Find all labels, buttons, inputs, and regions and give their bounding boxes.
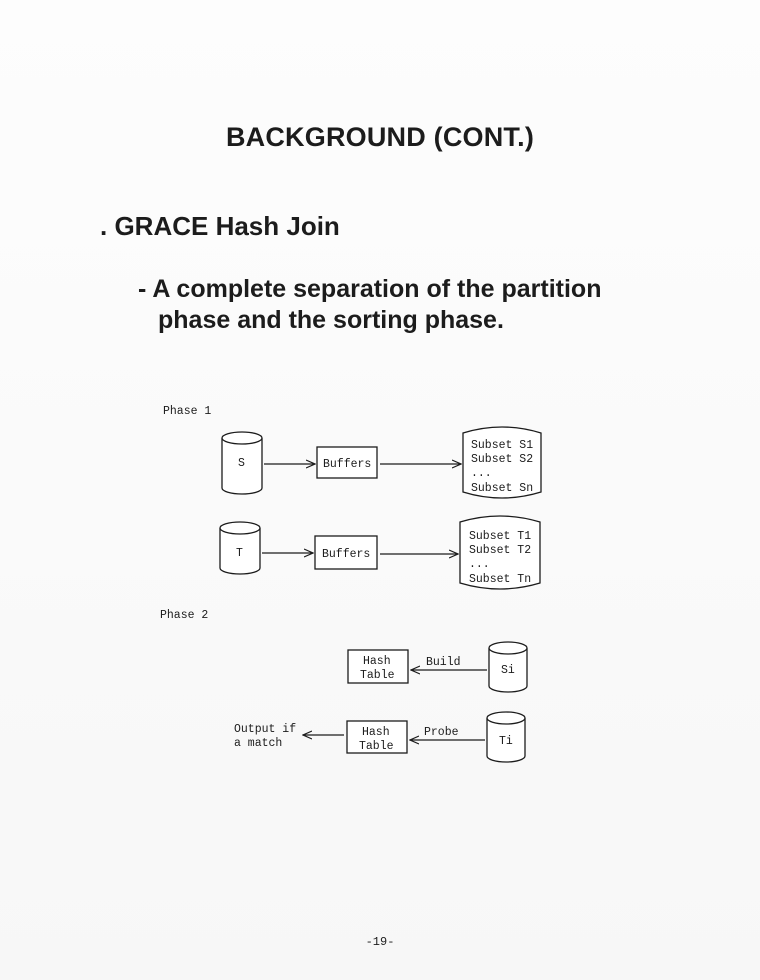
relation-t-cylinder: T — [219, 521, 261, 575]
phase-2-label: Phase 2 — [160, 609, 208, 622]
build-label: Build — [426, 656, 461, 669]
sub-bullet-separation: - A complete separation of the partition… — [138, 274, 698, 336]
bullet-grace-hash-join: . GRACE Hash Join — [100, 211, 340, 241]
page-number: -19- — [365, 935, 395, 949]
subset-s1: Subset S1 — [471, 439, 533, 452]
subset-s-ellipsis: ... — [471, 467, 492, 480]
relation-s-label: S — [238, 457, 245, 470]
sub-bullet-line-2: phase and the sorting phase. — [158, 306, 504, 334]
hash-table-probe-box: Hash Table — [346, 720, 408, 754]
output-label-line-2: a match — [234, 737, 282, 750]
slide-title: BACKGROUND (CONT.) — [225, 122, 535, 152]
ti-label: Ti — [499, 735, 513, 748]
relation-t-label: T — [236, 547, 243, 560]
ti-cylinder: Ti — [486, 711, 526, 763]
subset-t-ellipsis: ... — [469, 558, 490, 571]
subset-t2: Subset T2 — [469, 544, 531, 557]
subset-t1: Subset T1 — [469, 530, 531, 543]
hash-table-probe-line-2: Table — [359, 740, 394, 753]
sub-bullet-line-1: - A complete separation of the partition — [138, 275, 602, 303]
buffers-t-label: Buffers — [322, 548, 370, 561]
buffers-t-box: Buffers — [314, 535, 378, 570]
subset-sn: Subset Sn — [471, 482, 533, 495]
buffers-s-label: Buffers — [323, 458, 371, 471]
hash-table-build-box: Hash Table — [347, 649, 409, 684]
probe-label: Probe — [424, 726, 459, 739]
output-label-line-1: Output if — [234, 723, 296, 736]
hash-table-build-line-1: Hash — [363, 655, 391, 668]
subsets-s-storage: Subset S1 Subset S2 ... Subset Sn — [462, 426, 542, 499]
hash-table-probe-line-1: Hash — [362, 726, 390, 739]
subset-s2: Subset S2 — [471, 453, 533, 466]
buffers-s-box: Buffers — [316, 446, 378, 479]
si-label: Si — [501, 664, 515, 677]
phase-1-label: Phase 1 — [163, 405, 211, 418]
si-cylinder: Si — [488, 641, 528, 693]
relation-s-cylinder: S — [221, 431, 263, 495]
subsets-t-storage: Subset T1 Subset T2 ... Subset Tn — [459, 515, 541, 590]
subset-tn: Subset Tn — [469, 573, 531, 586]
hash-table-build-line-2: Table — [360, 669, 395, 682]
